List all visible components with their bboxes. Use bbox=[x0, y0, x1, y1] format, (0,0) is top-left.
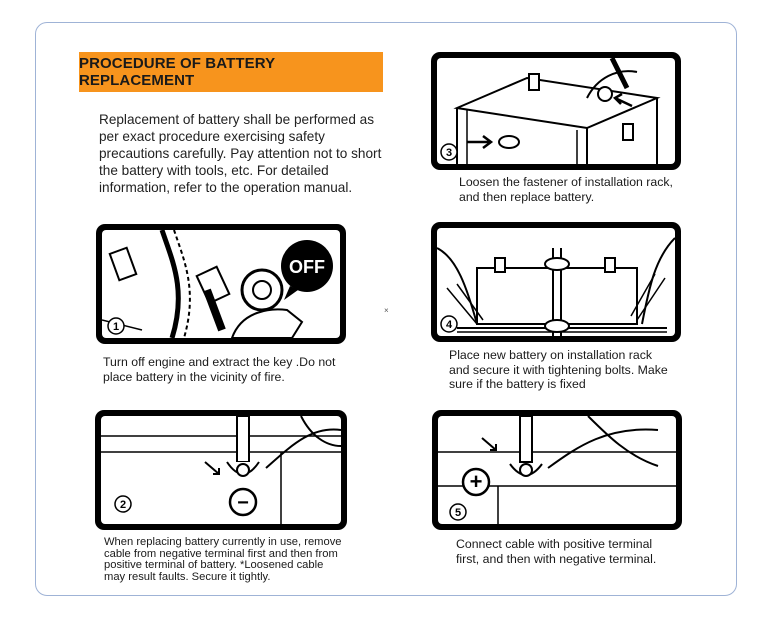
step-3-illustration: 3 bbox=[431, 52, 681, 170]
step-2-number: 2 bbox=[120, 499, 126, 511]
step-3-caption: Loosen the fastener of installation rack… bbox=[459, 175, 673, 204]
page-title: PROCEDURE OF BATTERY REPLACEMENT bbox=[79, 55, 275, 89]
step-1-illustration: OFF 1 bbox=[96, 224, 346, 344]
step-4-caption: Place new battery on installation rack a… bbox=[449, 348, 668, 391]
stray-mark: × bbox=[384, 306, 389, 315]
off-badge: OFF bbox=[289, 257, 325, 277]
ignition-key-drawing: OFF 1 bbox=[102, 230, 340, 338]
plus-symbol: + bbox=[470, 469, 483, 494]
step-4-number: 4 bbox=[446, 319, 453, 331]
battery-rack-drawing: 3 bbox=[437, 58, 675, 164]
step-5-number: 5 bbox=[455, 507, 461, 519]
step-5-caption: Connect cable with positive terminal fir… bbox=[456, 537, 657, 566]
step-2-illustration: − 2 bbox=[95, 410, 347, 530]
step-2-caption: When replacing battery currently in use,… bbox=[104, 536, 342, 583]
negative-terminal-drawing: − 2 bbox=[101, 416, 341, 524]
title-banner: PROCEDURE OF BATTERY REPLACEMENT bbox=[79, 52, 383, 92]
step-5-illustration: + 5 bbox=[432, 410, 682, 530]
step-1-caption: Turn off engine and extract the key .Do … bbox=[103, 355, 336, 384]
step-3-number: 3 bbox=[446, 147, 452, 159]
install-battery-drawing: 4 bbox=[437, 228, 675, 336]
step-4-illustration: 4 bbox=[431, 222, 681, 342]
minus-symbol: − bbox=[237, 492, 249, 514]
intro-text: Replacement of battery shall be performe… bbox=[99, 112, 382, 195]
positive-terminal-drawing: + 5 bbox=[438, 416, 676, 524]
step-1-number: 1 bbox=[113, 321, 119, 333]
